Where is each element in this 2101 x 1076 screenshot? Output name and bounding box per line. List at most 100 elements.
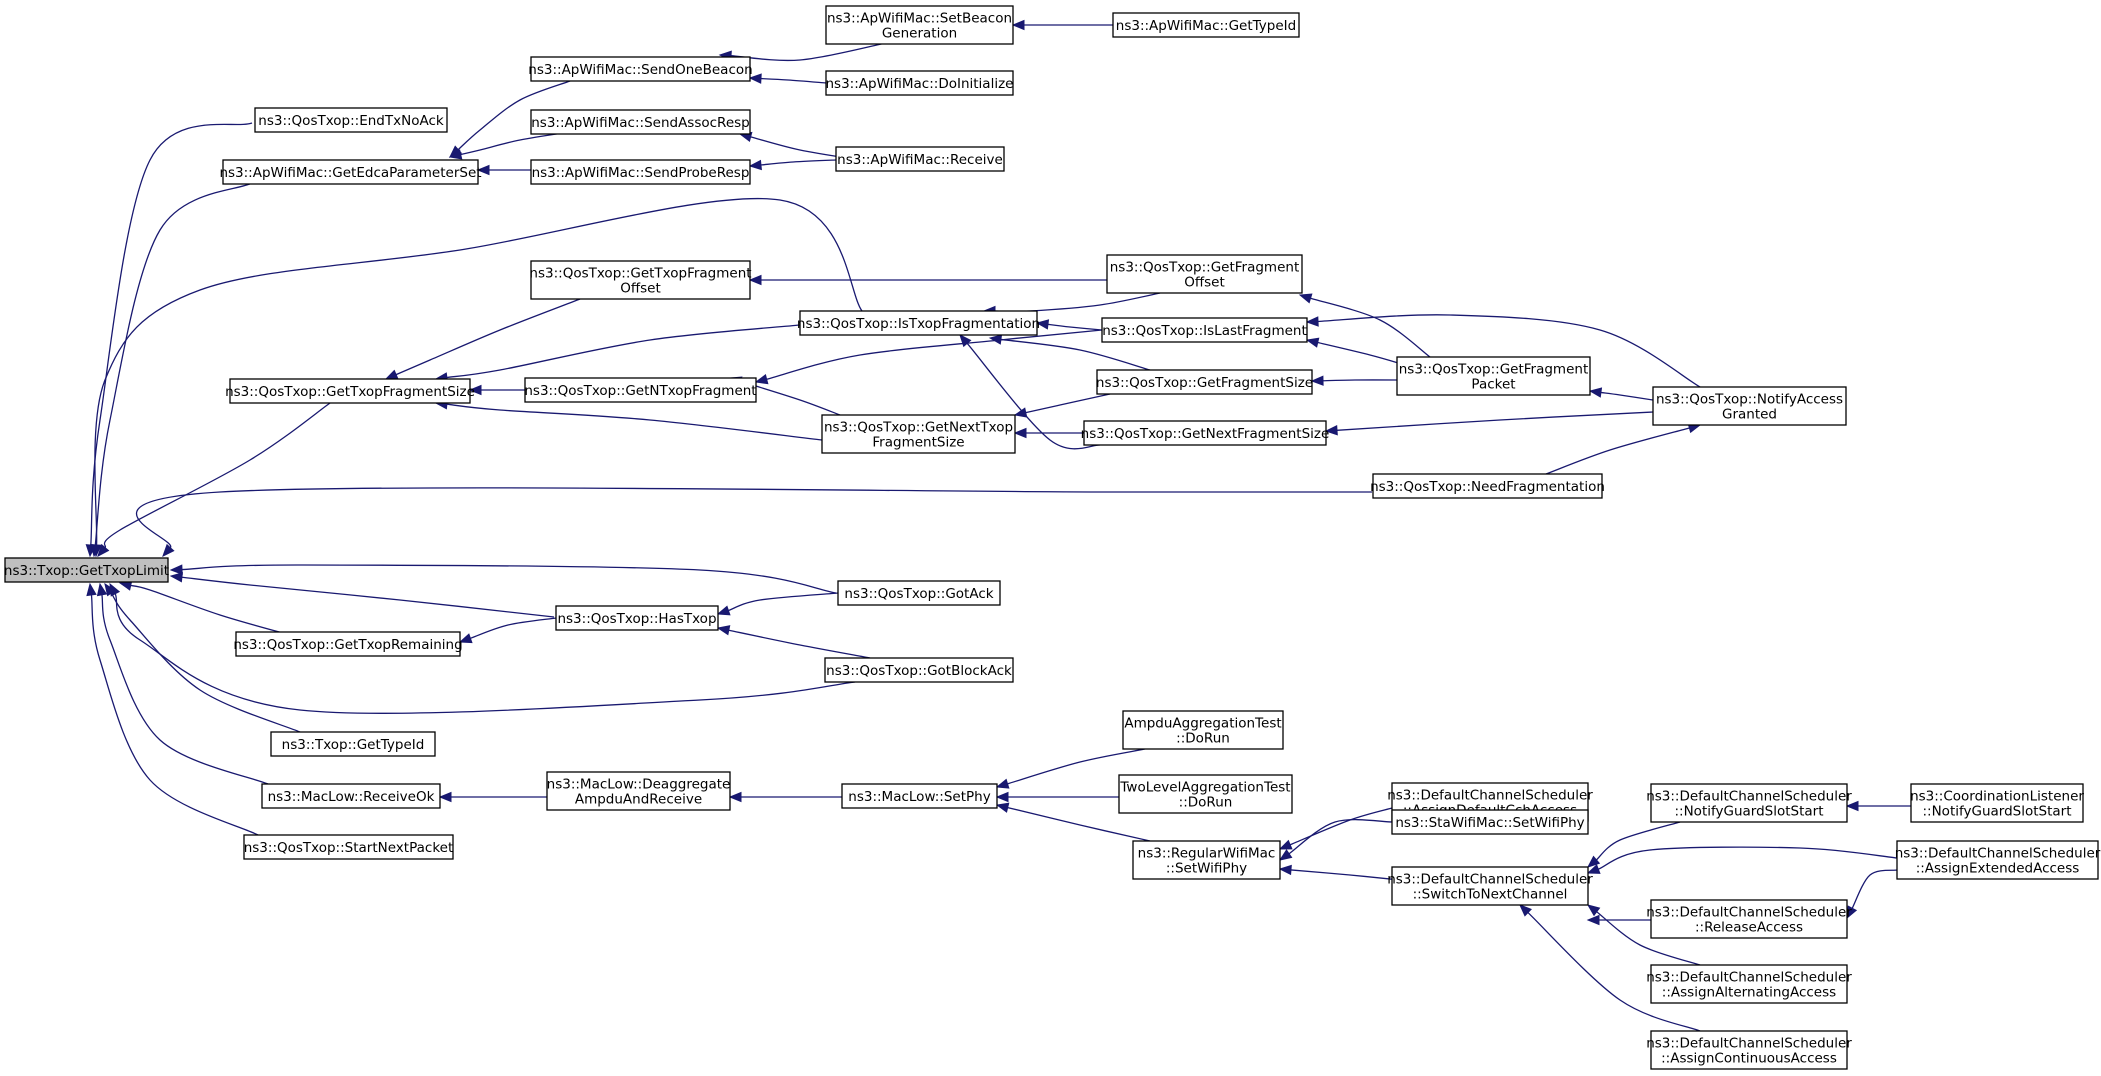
edge-arrowhead <box>476 164 490 176</box>
node-label: ns3::QosTxop::GotAck <box>844 586 993 602</box>
edge-line <box>1595 821 1681 861</box>
edge-releaseaccess-to-switchtonext <box>1586 914 1652 926</box>
edge-coordnotifyguard-to-notifyguardslot <box>1845 800 1911 812</box>
edge-getfragpacket-to-getfragoffset <box>1298 293 1431 358</box>
node-setphy[interactable]: ns3::MacLow::SetPhy <box>841 783 998 809</box>
node-box <box>825 70 1014 96</box>
edge-line <box>103 402 331 549</box>
edge-gotack-to-hastxop <box>716 592 839 616</box>
node-switchtonext[interactable]: ns3::DefaultChannelScheduler::SwitchToNe… <box>1387 866 1593 906</box>
edge-layer <box>85 19 1911 1032</box>
edge-line <box>90 594 259 836</box>
node-ap_receive[interactable]: ns3::ApWifiMac::Receive <box>835 146 1005 172</box>
edge-getnextfragsize-to-getnexttxopfragsize <box>1013 427 1085 439</box>
node-label: ::DoRun <box>1176 731 1230 747</box>
edge-arrowhead <box>1324 425 1338 436</box>
node-getfragsize[interactable]: ns3::QosTxop::GetFragmentSize <box>1096 369 1313 395</box>
edge-line <box>1322 379 1398 382</box>
edge-line <box>446 403 823 441</box>
edge-line <box>1545 427 1690 475</box>
node-stasetwifiphy[interactable]: ns3::StaWifiMac::SetWifiPhy <box>1391 809 1589 835</box>
node-txop_gettypeid[interactable]: ns3::Txop::GetTypeId <box>270 731 436 757</box>
node-label: AmpduAggregationTest <box>1124 716 1281 732</box>
node-getedca[interactable]: ns3::ApWifiMac::GetEdcaParameterSet <box>219 159 482 185</box>
node-sendonebeacon[interactable]: ns3::ApWifiMac::SendOneBeacon <box>528 56 753 82</box>
node-endtxnoack[interactable]: ns3::QosTxop::EndTxNoAck <box>254 107 448 133</box>
edge-assignextended-to-releaseaccess <box>1846 869 1898 920</box>
edge-getfragsize-to-getnexttxopfragsize <box>1013 393 1111 418</box>
node-label: ns3::QosTxop::GetFragment <box>1110 260 1299 276</box>
node-notifyguardslot[interactable]: ns3::DefaultChannelScheduler::NotifyGuar… <box>1646 783 1852 823</box>
node-coordnotifyguard[interactable]: ns3::CoordinationListener::NotifyGuardSl… <box>1910 783 2084 823</box>
node-assignalternating[interactable]: ns3::DefaultChannelScheduler::AssignAlte… <box>1646 964 1852 1004</box>
node-ap_gettypeid[interactable]: ns3::ApWifiMac::GetTypeId <box>1112 12 1300 38</box>
edge-arrowhead <box>1278 839 1293 850</box>
edge-islastfrag-to-istxopfrag <box>1035 319 1103 331</box>
edge-twoleveltest-to-setphy <box>995 791 1120 803</box>
node-doinitialize[interactable]: ns3::ApWifiMac::DoInitialize <box>825 70 1014 96</box>
node-getnextfragsize[interactable]: ns3::QosTxop::GetNextFragmentSize <box>1081 420 1330 446</box>
node-istxopfrag[interactable]: ns3::QosTxop::IsTxopFragmentation <box>797 310 1040 336</box>
node-assigncontinuous[interactable]: ns3::DefaultChannelScheduler::AssignCont… <box>1646 1030 1852 1070</box>
edge-line <box>1289 807 1393 846</box>
edge-line <box>460 131 571 156</box>
node-box <box>799 310 1038 336</box>
edge-arrowhead <box>1298 293 1313 304</box>
edge-setphy-to-deaggregate <box>728 791 843 803</box>
node-hastxop[interactable]: ns3::QosTxop::HasTxop <box>555 605 719 631</box>
node-label: ns3::RegularWifiMac <box>1138 846 1276 862</box>
edge-arrowhead <box>91 544 102 558</box>
node-label: ns3::QosTxop::EndTxNoAck <box>258 113 444 129</box>
edge-regularsetwifiphy-to-setphy <box>995 802 1151 842</box>
node-label: ns3::ApWifiMac::SetBeacon <box>827 11 1012 27</box>
node-box <box>1396 356 1591 396</box>
node-box <box>1650 783 1848 823</box>
node-gettxopfragsize[interactable]: ns3::QosTxop::GetTxopFragmentSize <box>225 378 475 404</box>
node-sendproberesp[interactable]: ns3::ApWifiMac::SendProbeResp <box>530 159 751 185</box>
edge-startnextpacket-to-gettxoplimit <box>86 582 259 836</box>
node-label: ns3::ApWifiMac::SendAssocResp <box>531 115 750 131</box>
edge-arrowhead <box>748 73 762 84</box>
edge-arrowhead <box>716 605 731 616</box>
node-label: ::SwitchToNextChannel <box>1413 887 1568 903</box>
edge-hastxop-to-gettxopremaining <box>458 617 557 644</box>
edge-line <box>994 292 1161 313</box>
edge-arrowhead <box>1035 319 1050 330</box>
node-gotack[interactable]: ns3::QosTxop::GotAck <box>837 580 1001 606</box>
node-gettxopremaining[interactable]: ns3::QosTxop::GetTxopRemaining <box>233 631 463 657</box>
node-label: ns3::DefaultChannelScheduler <box>1387 788 1593 804</box>
edge-line <box>110 592 301 733</box>
node-islastfrag[interactable]: ns3::QosTxop::IsLastFragment <box>1101 317 1308 343</box>
node-receiveok[interactable]: ns3::MacLow::ReceiveOk <box>261 783 441 809</box>
node-ampdutest[interactable]: AmpduAggregationTest::DoRun <box>1122 710 1284 750</box>
node-sendassocresp[interactable]: ns3::ApWifiMac::SendAssocResp <box>530 109 751 135</box>
node-label: Generation <box>882 26 957 42</box>
edge-line <box>1007 806 1151 842</box>
node-startnextpacket[interactable]: ns3::QosTxop::StartNextPacket <box>243 834 454 860</box>
node-box <box>837 580 1001 606</box>
edge-arrowhead <box>1586 914 1600 926</box>
node-gotblockack[interactable]: ns3::QosTxop::GotBlockAck <box>824 657 1014 683</box>
node-label: Offset <box>1184 275 1225 291</box>
node-releaseaccess[interactable]: ns3::DefaultChannelScheduler::ReleaseAcc… <box>1646 899 1852 939</box>
node-box <box>524 377 757 403</box>
node-box <box>824 657 1014 683</box>
node-assignextended[interactable]: ns3::DefaultChannelScheduler::AssignExte… <box>1895 840 2101 880</box>
node-gettxoplimit[interactable]: ns3::Txop::GetTxopLimit <box>4 557 169 583</box>
node-getntxopfrag[interactable]: ns3::QosTxop::GetNTxopFragment <box>524 377 757 403</box>
edge-needfrag-to-gettxoplimit <box>135 487 1373 557</box>
edge-arrowhead <box>162 543 175 557</box>
node-label: ns3::DefaultChannelScheduler <box>1646 905 1852 921</box>
edge-line <box>1527 912 1701 1032</box>
edge-getfragoffset-to-gettxopfragoffset <box>748 274 1107 286</box>
node-regularsetwifiphy[interactable]: ns3::RegularWifiMac::SetWifiPhy <box>1132 840 1281 880</box>
node-twoleveltest[interactable]: TwoLevelAggregationTest::DoRun <box>1118 774 1293 814</box>
node-needfrag[interactable]: ns3::QosTxop::NeedFragmentation <box>1370 473 1605 499</box>
